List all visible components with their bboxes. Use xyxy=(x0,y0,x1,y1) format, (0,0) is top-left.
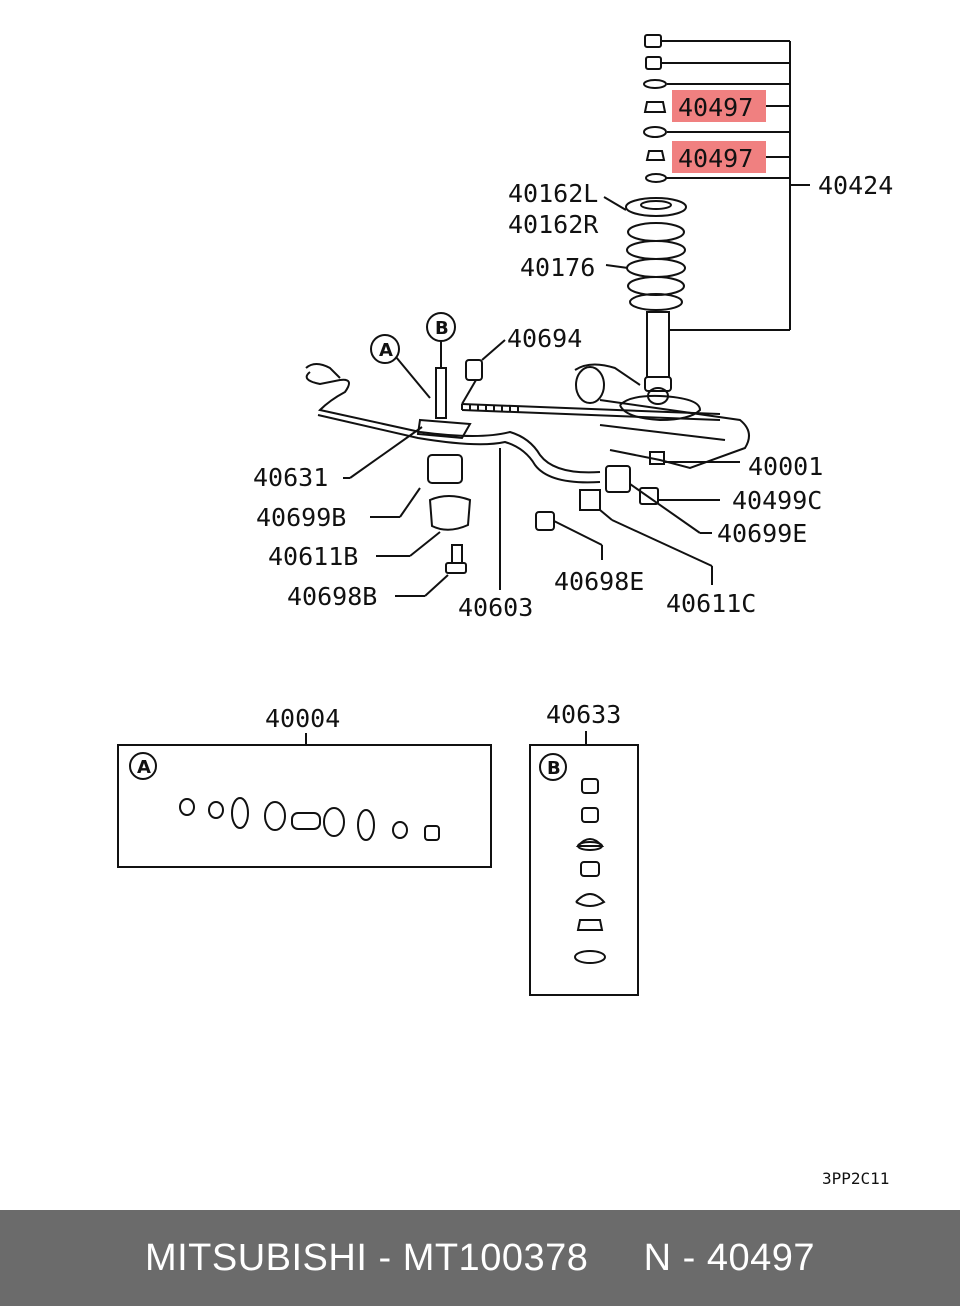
footer-ref: N - 40497 xyxy=(643,1236,816,1279)
figure-code: 3PP2C11 xyxy=(822,1169,889,1188)
label-40162L: 40162L xyxy=(508,179,598,208)
label-40699B: 40699B xyxy=(256,503,346,532)
label-40004: 40004 xyxy=(265,704,340,733)
label-40633: 40633 xyxy=(546,700,621,729)
label-40698E: 40698E xyxy=(554,567,644,596)
detail-box-a xyxy=(117,733,492,868)
label-40611B: 40611B xyxy=(268,542,358,571)
label-40698B: 40698B xyxy=(287,582,377,611)
label-40001: 40001 xyxy=(748,452,823,481)
callout-circle-a xyxy=(370,334,400,364)
label-40497-a: 40497 xyxy=(678,93,753,122)
bolt-40698B xyxy=(395,544,467,597)
strut-shock-absorber xyxy=(644,311,672,405)
bushing-40699B xyxy=(370,454,463,518)
right-bushing-clamp xyxy=(535,465,720,585)
label-40162R: 40162R xyxy=(508,210,599,239)
label-40603: 40603 xyxy=(458,593,533,622)
label-40499C: 40499C xyxy=(732,486,822,515)
leader-bracket xyxy=(661,40,810,331)
footer-part-number: MT100378 xyxy=(402,1236,589,1279)
footer-gap xyxy=(588,1237,643,1280)
label-40611C: 40611C xyxy=(666,589,756,618)
coil-spring xyxy=(625,197,687,311)
strut-hardware-stack xyxy=(643,34,667,183)
bolt-bracket xyxy=(343,340,472,479)
part-info-footer: MITSUBISHI - MT100378 N - 40497 xyxy=(0,1210,960,1306)
bracket-40611B xyxy=(376,495,472,557)
callout-b: B xyxy=(435,318,449,339)
detail-box-b xyxy=(529,731,639,996)
leader-lines xyxy=(499,196,629,590)
lateral-rod xyxy=(461,339,721,421)
label-40694: 40694 xyxy=(507,324,582,353)
label-40631: 40631 xyxy=(253,463,328,492)
label-40424: 40424 xyxy=(818,171,893,200)
footer-separator: - xyxy=(367,1236,403,1279)
label-40699E: 40699E xyxy=(717,519,807,548)
highlight-40497-a xyxy=(672,90,766,122)
callout-a: A xyxy=(379,340,393,361)
parts-diagram: 40497 40497 40424 40162L 40162R 40176 40… xyxy=(117,34,893,1188)
highlight-40497-b xyxy=(672,141,766,173)
label-40497-b: 40497 xyxy=(678,144,753,173)
callout-a-box: A xyxy=(137,757,151,778)
callout-b-box: B xyxy=(547,758,561,779)
label-40176: 40176 xyxy=(520,253,595,282)
stabilizer-bar xyxy=(305,363,601,484)
callout-circle-b xyxy=(426,312,456,342)
footer-brand: MITSUBISHI xyxy=(144,1236,368,1279)
